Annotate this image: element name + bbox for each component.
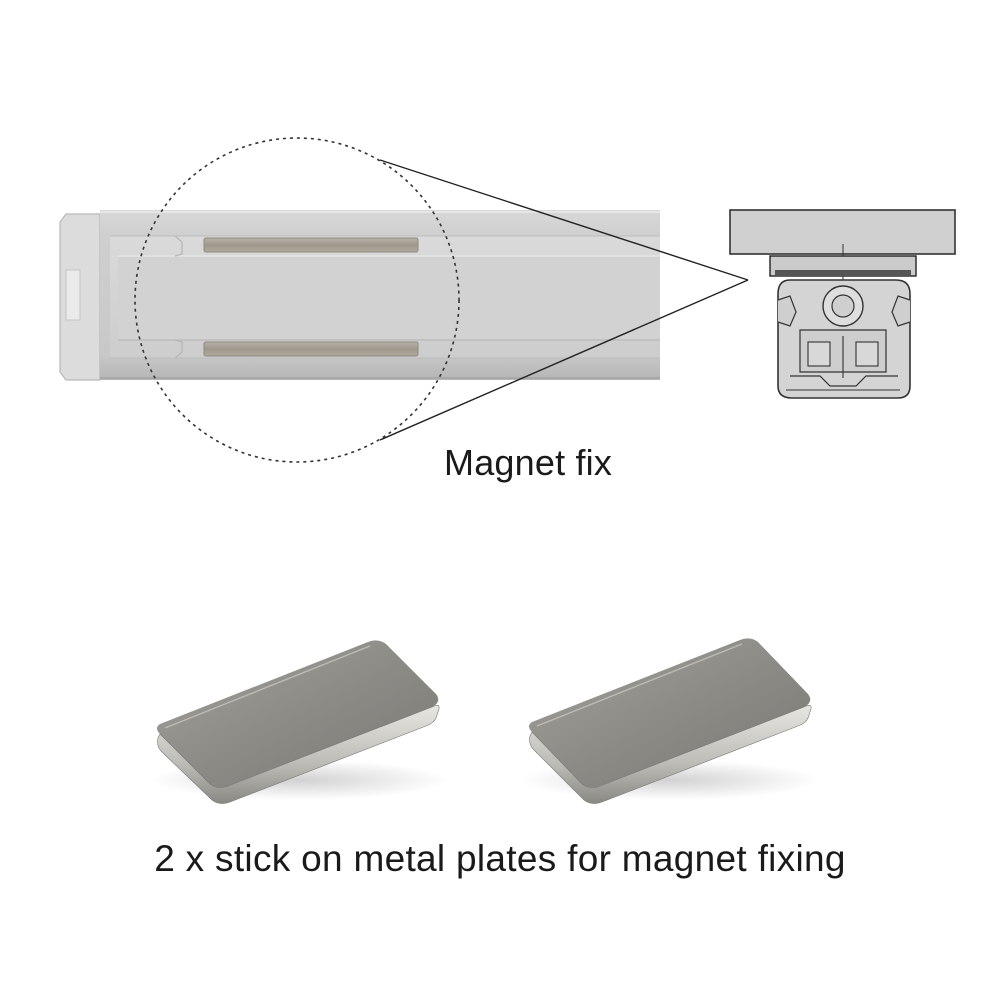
metal-plate-left [150,640,450,804]
detail-leader-lines [379,159,749,441]
detail-magnifier-circle [134,137,460,463]
end-cap-slot [65,269,81,321]
aluminium-profile [59,210,660,381]
magnet-strip-bottom [203,341,419,357]
magnet-strip-top [203,237,419,253]
metal-plates-caption: 2 x stick on metal plates for magnet fix… [154,838,846,879]
profile-diffuser [118,256,660,340]
metal-plate-right [520,638,820,804]
magnet-fix-caption: Magnet fix [444,442,613,483]
cross-section-detail [729,209,956,399]
